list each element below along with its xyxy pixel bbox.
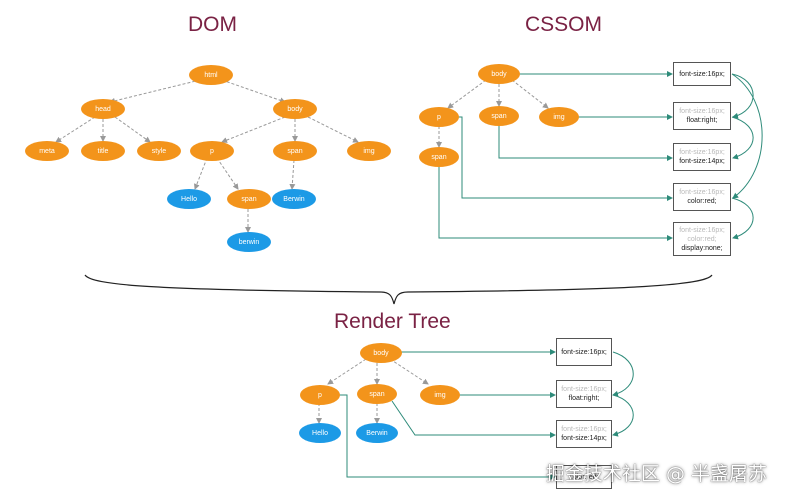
render-style-doc-p: color:red; bbox=[556, 465, 612, 489]
dom-node-title: title bbox=[81, 141, 125, 161]
render-style-doc-span: font-size:16px; font-size:14px; bbox=[556, 420, 612, 448]
style-line: font-size:16px; bbox=[679, 70, 725, 78]
render-style-doc-img: font-size:16px; float:right; bbox=[556, 380, 612, 408]
style-line-inherited: font-size:16px; bbox=[679, 149, 725, 156]
cssom-node-p: p bbox=[419, 107, 459, 127]
dom-edges bbox=[55, 79, 359, 233]
cssom-node-img: img bbox=[539, 107, 579, 127]
style-line-inherited: color:red; bbox=[687, 235, 717, 243]
cssom-node-span: span bbox=[479, 106, 519, 126]
style-line: color:red; bbox=[687, 198, 717, 205]
style-line-inherited: font-size:16px; bbox=[679, 226, 725, 234]
style-line: color:red; bbox=[569, 473, 599, 481]
render-tree-title: Render Tree bbox=[334, 310, 451, 333]
dom-node-img: img bbox=[347, 141, 391, 161]
style-line-inherited: font-size:16px; bbox=[561, 426, 607, 433]
render-node-body: body bbox=[360, 343, 402, 363]
style-line-inherited: font-size:16px; bbox=[679, 189, 725, 196]
dom-node-span: span bbox=[273, 141, 317, 161]
watermark: 掘金技术社区 @ 半盏屠苏 bbox=[545, 463, 767, 485]
dom-title: DOM bbox=[188, 13, 237, 36]
style-line: float:right; bbox=[568, 395, 600, 402]
style-line: font-size:14px; bbox=[561, 435, 607, 442]
style-line-inherited: font-size:16px; bbox=[679, 108, 725, 115]
render-node-span: span bbox=[357, 384, 397, 404]
cssom-style-doc-p: font-size:16px; color:red; bbox=[673, 183, 731, 211]
dom-node-body: body bbox=[273, 99, 317, 119]
dom-node-span-inner: span bbox=[227, 189, 271, 209]
cssom-node-body: body bbox=[478, 64, 520, 84]
style-line: float:right; bbox=[686, 117, 718, 124]
dom-node-head: head bbox=[81, 99, 125, 119]
render-node-p: p bbox=[300, 385, 340, 405]
brace bbox=[84, 274, 713, 305]
dom-node-hello: Hello bbox=[167, 189, 211, 209]
dom-node-html: html bbox=[189, 65, 233, 85]
style-line: font-size:14px; bbox=[679, 158, 725, 165]
render-node-img: img bbox=[420, 385, 460, 405]
cssom-style-doc-body: font-size:16px; bbox=[673, 62, 731, 86]
render-node-berwin: Berwin bbox=[356, 423, 398, 443]
cssom-style-links bbox=[438, 71, 673, 241]
dom-node-p: p bbox=[190, 141, 234, 161]
render-style-links bbox=[336, 349, 556, 480]
cssom-title: CSSOM bbox=[525, 13, 603, 36]
style-line: font-size:16px; bbox=[561, 348, 607, 356]
render-style-doc-body: font-size:16px; bbox=[556, 338, 612, 366]
cssom-style-doc-span-inner: font-size:16px; color:red; display:none; bbox=[673, 222, 731, 256]
cssom-tree-edges bbox=[436, 79, 549, 148]
cssom-node-span-inner: span bbox=[419, 147, 459, 167]
cssom-style-doc-span: font-size:16px; font-size:14px; bbox=[673, 143, 731, 171]
style-line: display:none; bbox=[681, 244, 723, 252]
dom-node-berwin: Berwin bbox=[272, 189, 316, 209]
render-tree-edges bbox=[316, 358, 429, 424]
dom-node-style: style bbox=[137, 141, 181, 161]
style-line-inherited: font-size:16px; bbox=[561, 386, 607, 393]
cssom-doc-curves bbox=[731, 73, 763, 240]
render-node-hello: Hello bbox=[299, 423, 341, 443]
dom-node-berwin-text: berwin bbox=[227, 232, 271, 252]
dom-node-meta: meta bbox=[25, 141, 69, 161]
cssom-style-doc-img: font-size:16px; float:right; bbox=[673, 102, 731, 130]
render-doc-curves bbox=[612, 351, 634, 437]
